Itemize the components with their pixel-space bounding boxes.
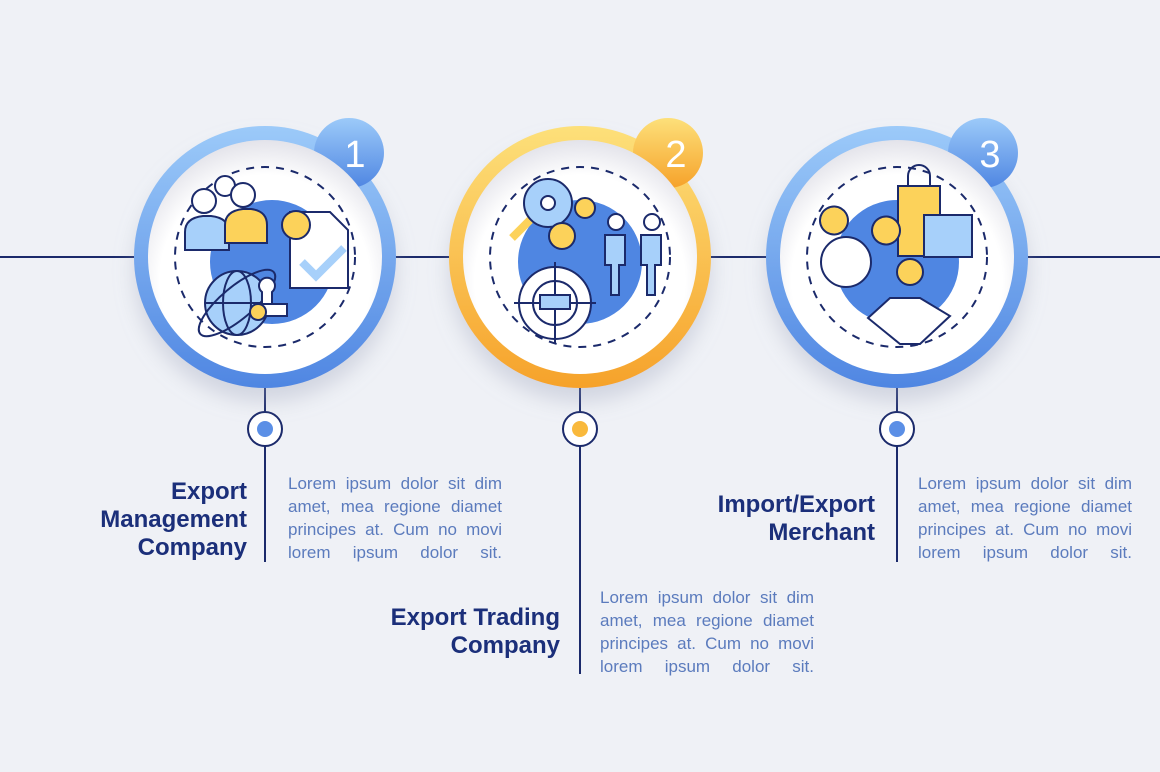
handshake-icon	[866, 258, 952, 345]
stem-3	[879, 385, 915, 562]
target-group-icon	[514, 262, 596, 344]
stem-dot-1	[257, 421, 273, 437]
negotiation-people-icon	[604, 213, 662, 296]
step-title-2: Export Trading Company	[391, 604, 560, 660]
step-title-3: Import/Export Merchant	[718, 491, 875, 547]
step-title-1: Export Management Company	[100, 478, 247, 562]
step-number-3: 3	[979, 134, 1000, 176]
globe-pins-icon	[819, 205, 901, 288]
stem-dot-3	[889, 421, 905, 437]
title-line: Export	[170, 478, 247, 505]
step-circle-2: 2	[449, 118, 711, 388]
step-circle-1: 1	[134, 118, 396, 388]
step-body-2: Lorem ipsum dolor sit dim amet, mea regi…	[600, 588, 814, 676]
title-line: Export Trading	[390, 604, 560, 631]
title-line: Merchant	[768, 519, 875, 546]
step-number-1: 1	[344, 134, 365, 176]
magnifier-eye-icon	[509, 178, 596, 250]
people-icon	[184, 175, 268, 251]
step-circle-3: 3	[766, 118, 1028, 388]
globe-icon	[197, 268, 288, 338]
step-body-1: Lorem ipsum dolor sit dim amet, mea regi…	[288, 474, 502, 562]
step-number-2: 2	[665, 134, 686, 176]
shopping-bags-icon	[897, 164, 973, 258]
step-body-3: Lorem ipsum dolor sit dim amet, mea regi…	[918, 474, 1132, 562]
title-line: Company	[450, 632, 560, 659]
title-line: Import/Export	[717, 491, 875, 518]
stem-dot-2	[572, 421, 588, 437]
contract-check-icon	[281, 210, 349, 289]
title-line: Company	[137, 534, 247, 561]
stem-1	[247, 385, 283, 562]
title-line: Management	[100, 506, 247, 533]
